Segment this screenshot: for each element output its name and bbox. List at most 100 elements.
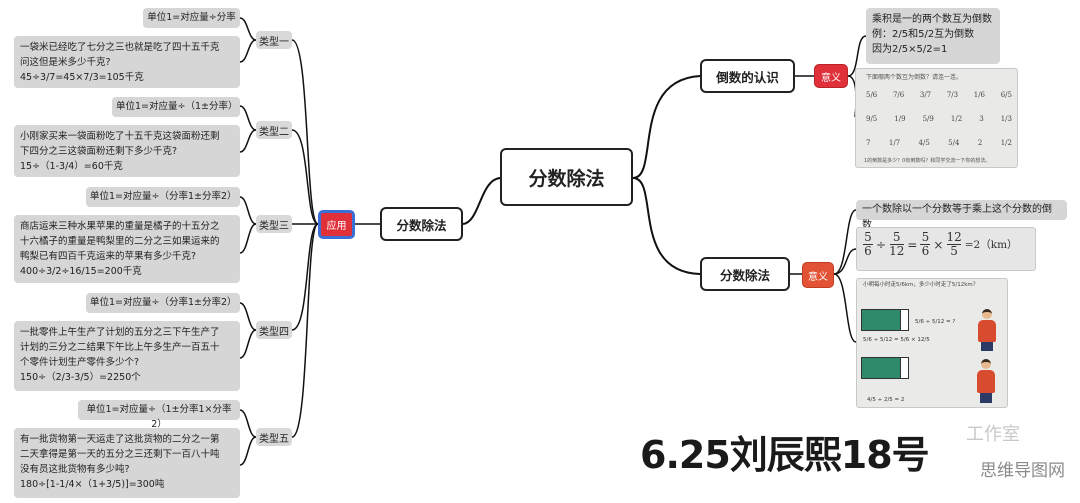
reciprocal-exercise-caption: 下面哪两个数互为倒数？请连一连。 [866, 74, 963, 81]
meaning-tag-bottom[interactable]: 意义 [802, 262, 834, 288]
type-2-rule[interactable]: 单位1=对应量÷（1±分率） [112, 97, 240, 117]
type-3-rule-text: 单位1=对应量÷（分率1±分率2） [90, 191, 237, 202]
reciprocal-note-line: 例：2/5和5/2互为倒数 [872, 29, 975, 40]
application-tag-label: 应用 [326, 221, 347, 232]
formula-b-den: 12 [889, 244, 905, 258]
type-4-example-line: 个零件计划生产零件多少个? [20, 357, 140, 368]
type-1-example-line: 45÷3/7=45×7/3=105千克 [20, 72, 144, 83]
formula-tail: =2（km） [964, 239, 1018, 251]
type-1-node[interactable]: 类型一 [256, 31, 292, 49]
type-3-rule[interactable]: 单位1=对应量÷（分率1±分率2） [86, 187, 240, 207]
type-5-node[interactable]: 类型五 [256, 428, 292, 446]
reciprocal-node[interactable]: 倒数的认识 [700, 59, 795, 93]
type-2-example-line: 下四分之三这袋面粉还剩下多少千克? [20, 146, 178, 157]
formula-c-num: 5 [921, 230, 930, 244]
type-5-example-line: 180÷[1-1/4×（1+3/5)]=300吨 [20, 479, 165, 490]
type-1-example-line: 一袋米已经吃了七分之三也就是吃了四十五千克 [20, 42, 220, 53]
formula-d-num: 12 [946, 230, 962, 244]
formula-b-num: 5 [892, 230, 901, 244]
type-4-example[interactable]: 一批零件上午生产了计划的五分之三下午生产了 计划的三分之二结果下午比上午多生产一… [14, 321, 240, 391]
type-5-label: 类型五 [259, 433, 289, 445]
illustration-line-3: 4/5 ÷ 2/5 = 2 [867, 397, 905, 403]
type-5-example-line: 有一批货物第一天运走了这批货物的二分之一第 [20, 434, 220, 445]
type-4-example-line: 一批零件上午生产了计划的五分之三下午生产了 [20, 327, 220, 338]
illustration-line-2: 5/6 ÷ 5/12 = 5/6 × 12/5 [863, 337, 930, 343]
teacher-figure-icon [975, 309, 999, 351]
illustration-line-1: 5/6 ÷ 5/12 = ? [915, 319, 956, 325]
reciprocal-note-line: 乘积是一的两个数互为倒数 [872, 14, 992, 25]
type-2-example-line: 15÷（1-3/4）=60千克 [20, 161, 123, 172]
type-1-rule-text: 单位1=对应量÷分率 [147, 12, 236, 23]
type-2-label: 类型二 [259, 126, 289, 138]
meaning-tag-top-label: 意义 [821, 72, 841, 84]
division-rule-note[interactable]: 一个数除以一个分数等于乘上这个分数的倒数 [856, 200, 1067, 231]
reciprocal-note-line: 因为2/5×5/2=1 [872, 44, 948, 55]
reciprocal-exercise-value: 5/4 [948, 139, 960, 147]
bar-model-bottom [861, 357, 909, 379]
reciprocal-exercise-value: 5/9 [922, 115, 934, 123]
type-3-label: 类型三 [259, 220, 289, 232]
reciprocal-exercise-value: 7/3 [946, 91, 959, 99]
type-2-example[interactable]: 小刚家买来一袋面粉吃了十五千克这袋面粉还剩 下四分之三这袋面粉还剩下多少千克? … [14, 125, 240, 177]
formula-eq: = [907, 237, 918, 252]
division-illustration-caption: 小明每小时走5/6km，多少小时走了5/12km？ [863, 282, 979, 288]
type-4-example-line: 计划的三分之二结果下午比上午多生产一百五十 [20, 342, 220, 353]
reciprocal-exercise-value: 5/6 [866, 91, 878, 99]
type-4-rule-text: 单位1=对应量÷（分率1±分率2） [90, 297, 237, 308]
reciprocal-exercise-value: 1/2 [1000, 139, 1012, 147]
type-4-label: 类型四 [259, 326, 289, 338]
type-4-node[interactable]: 类型四 [256, 321, 292, 339]
type-2-node[interactable]: 类型二 [256, 121, 292, 139]
application-tag[interactable]: 应用 [318, 210, 355, 239]
formula-times: × [933, 237, 944, 252]
watermark-site: 思维导图网 [980, 461, 1065, 480]
formula-d-den: 5 [950, 244, 958, 258]
reciprocal-exercise-value: 1/6 [973, 91, 986, 99]
formula-op: ÷ [876, 237, 887, 252]
central-topic[interactable]: 分数除法 [500, 148, 633, 206]
reciprocal-exercise-value: 1/3 [1000, 115, 1012, 123]
watermark-title: 6.25刘辰熙18号 [640, 433, 930, 477]
reciprocal-exercise-value: 9/5 [866, 115, 878, 123]
type-1-example[interactable]: 一袋米已经吃了七分之三也就是吃了四十五千克 问这但是米多少千克? 45÷3/7=… [14, 36, 240, 88]
reciprocal-label: 倒数的认识 [716, 69, 779, 85]
type-4-rule[interactable]: 单位1=对应量÷（分率1±分率2） [86, 293, 240, 313]
watermark-small: 工作室 [966, 424, 1020, 444]
formula-a-den: 6 [864, 244, 872, 258]
meaning-tag-top[interactable]: 意义 [814, 64, 848, 88]
bar-model-top [861, 309, 909, 331]
type-2-rule-text: 单位1=对应量÷（1±分率） [116, 101, 238, 112]
left-branch-node[interactable]: 分数除法 [380, 207, 463, 241]
type-3-node[interactable]: 类型三 [256, 215, 292, 233]
reciprocal-exercise-value: 6/5 [1000, 91, 1012, 99]
type-5-rule[interactable]: 单位1=对应量÷（1±分率1×分率2） [78, 400, 240, 430]
type-1-example-line: 问这但是米多少千克? [20, 57, 111, 68]
formula-a-num: 5 [864, 230, 872, 244]
division-rule-text: 一个数除以一个分数等于乘上这个分数的倒数 [862, 204, 1052, 231]
type-3-example[interactable]: 商店运来三种水果苹果的重量是橘子的十五分之 十六橘子的重量是鸭梨里的二分之三如果… [14, 215, 240, 283]
left-branch-label: 分数除法 [396, 217, 447, 233]
type-5-example[interactable]: 有一批货物第一天运走了这批货物的二分之一第 二天拿得是第一天的五分之三还剩下一百… [14, 428, 240, 498]
division-meaning-node[interactable]: 分数除法 [700, 257, 790, 291]
division-meaning-label: 分数除法 [719, 267, 770, 283]
reciprocal-exercise-value: 4/5 [918, 139, 930, 147]
division-illustration-image: 小明每小时走5/6km，多少小时走了5/12km？ 5/6 ÷ 5/12 = ?… [856, 278, 1008, 408]
type-1-rule[interactable]: 单位1=对应量÷分率 [143, 8, 240, 28]
reciprocal-note[interactable]: 乘积是一的两个数互为倒数 例：2/5和5/2互为倒数 因为2/5×5/2=1 [866, 8, 1000, 64]
reciprocal-exercise-value: 7/6 [892, 91, 905, 99]
teacher-figure-icon [973, 359, 999, 403]
type-3-example-line: 商店运来三种水果苹果的重量是橘子的十五分之 [20, 221, 220, 232]
reciprocal-exercise-value: 3 [979, 115, 984, 123]
type-3-example-line: 400÷3/2÷16/15=200千克 [20, 266, 142, 277]
type-5-rule-text: 单位1=对应量÷（1±分率1×分率2） [86, 404, 232, 430]
type-1-label: 类型一 [259, 36, 289, 48]
type-5-example-line: 二天拿得是第一天的五分之三还剩下一百八十吨 [20, 449, 220, 460]
division-formula: 5 6 ÷ 5 12 = 5 6 × 12 5 =2（km） [856, 227, 1036, 271]
type-4-example-line: 150÷（2/3-3/5）=2250个 [20, 372, 141, 383]
